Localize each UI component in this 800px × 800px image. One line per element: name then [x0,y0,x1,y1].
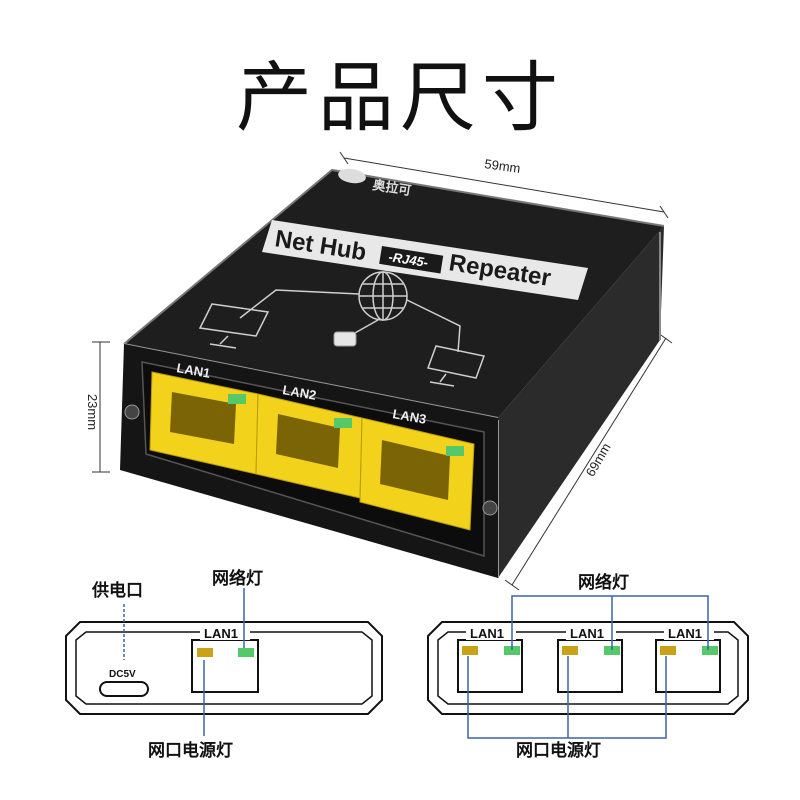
left-network-light-label: 网络灯 [212,568,263,589]
brand-logo: 奥拉可 [338,168,412,199]
dimension-width-label: 59mm [484,156,522,176]
page-title: 产品尺寸 [236,53,564,142]
diagram-right-lan-label-2: LAN1 [570,626,604,641]
brand-name: 奥拉可 [371,177,412,199]
dc-port-label: DC5V [109,669,136,680]
diagram-left-lan-label: LAN1 [204,626,238,641]
diagram-left-lan-port [191,639,259,693]
screw-right [482,500,498,516]
device-port-label-1: LAN1 [175,360,211,381]
rj45-port-3 [359,417,475,531]
power-port-label: 供电口 [91,580,143,601]
rj45-port-2 [255,393,363,499]
dc-power-port [99,681,149,697]
right-power-light-label: 网口电源灯 [516,740,601,761]
dimension-width [339,151,669,219]
hub-label-tag: -RJ45- [388,249,430,270]
hub-device: 奥拉可 Net Hub -RJ45- Repeater [120,168,665,578]
left-network-led [238,648,254,657]
rj45-port-1 [149,371,259,475]
diagram-right-lan-label-1: LAN1 [470,626,504,641]
right-power-light-callouts [467,656,667,739]
left-power-led [197,648,213,657]
status-led-window [333,331,357,347]
left-power-light-label: 网口电源灯 [148,740,233,761]
device-port-label-3: LAN3 [391,406,427,427]
device-port-label-2: LAN2 [281,382,317,403]
diagram-right-lan-label-3: LAN1 [668,626,702,641]
dimension-height-label: 23mm [85,394,100,430]
right-front-diagram: LAN1 LAN1 LAN1 网络灯 网口电源灯 [427,572,749,761]
left-front-diagram: DC5V LAN1 供电口 网络灯 网口电源灯 [65,568,383,761]
right-network-light-label: 网络灯 [578,572,629,593]
right-network-light-callouts [511,595,709,650]
screw-left [124,404,140,420]
dimension-height [92,341,110,473]
topology-drawing [198,271,486,387]
